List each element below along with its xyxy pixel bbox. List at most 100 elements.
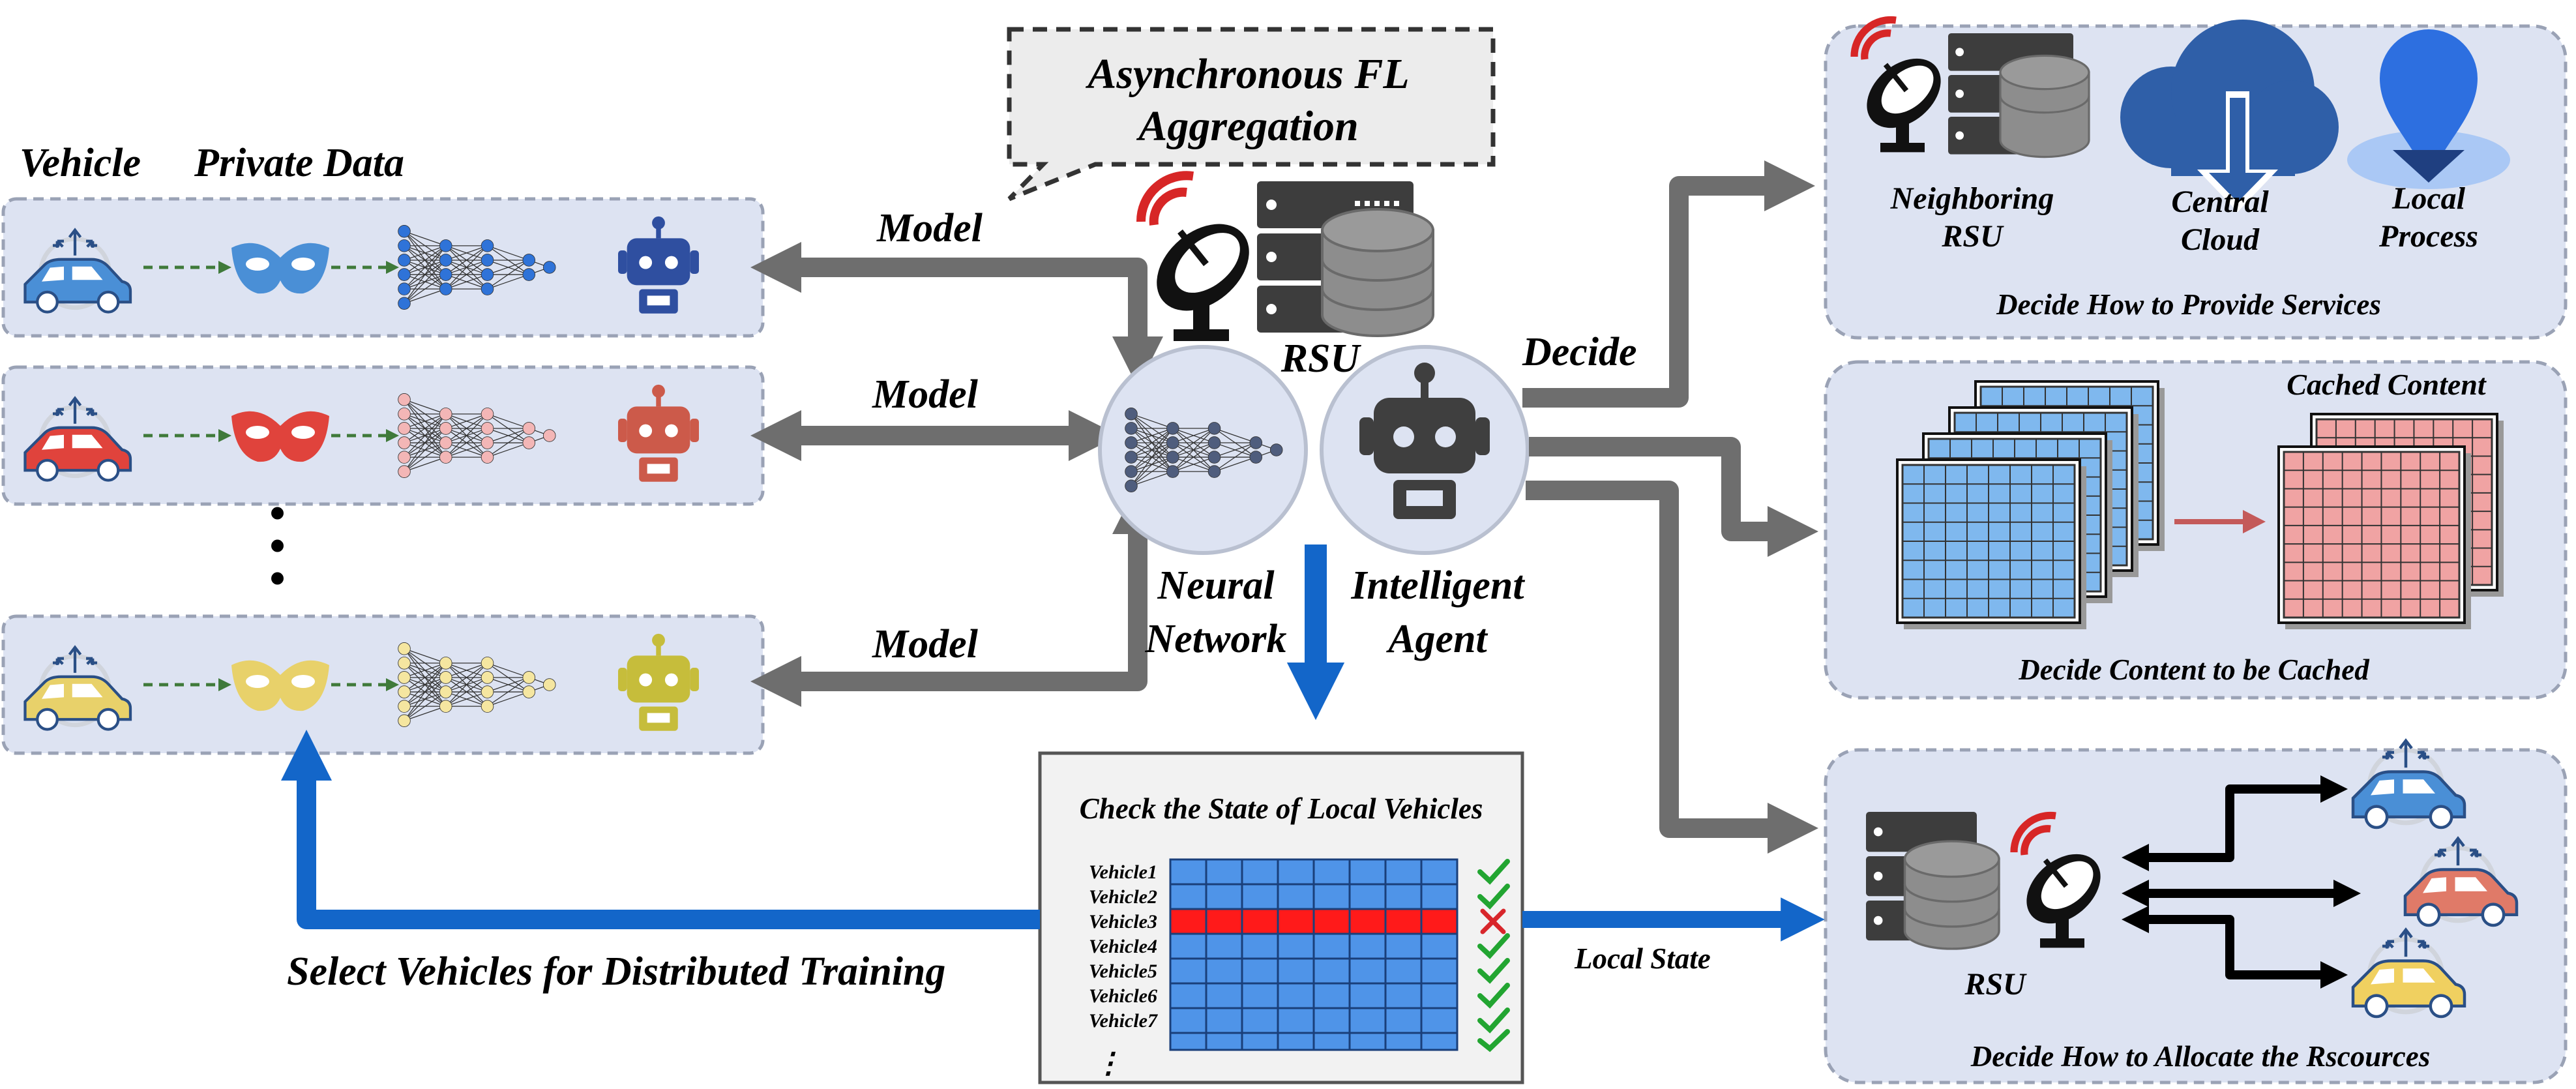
neural-network-label-line1: Neural xyxy=(1157,563,1275,608)
car-icon xyxy=(23,645,132,731)
local-process-label-line2: Process xyxy=(2378,219,2478,254)
resource-allocation-arrows xyxy=(2122,775,2361,989)
vehicle-state-row: Vehicle5 xyxy=(1089,957,1510,985)
neural-network-label-line2: Network xyxy=(1145,617,1287,661)
vehicle-state-label: Vehicle7 xyxy=(1089,1010,1158,1032)
neural-network-icon xyxy=(1125,407,1283,493)
vehicle-row xyxy=(1,197,765,338)
vehicle-state-label: Vehicle2 xyxy=(1089,886,1157,908)
cache-grids xyxy=(1896,380,2504,629)
check-icon xyxy=(1477,884,1510,910)
vehicle-state-row: Vehicle1 xyxy=(1089,858,1510,886)
model-label-top: Model xyxy=(876,206,983,250)
check-icon xyxy=(1477,1029,1510,1052)
intelligent-agent-label-line2: Agent xyxy=(1385,617,1488,661)
decide-arrow-resources xyxy=(1526,481,1818,854)
local-model-network-icon xyxy=(398,393,556,479)
neighboring-rsu-label-line1: Neighboring xyxy=(1890,181,2054,216)
local-robot-icon xyxy=(618,216,699,314)
resource-server-icon xyxy=(1866,812,2000,950)
vehicle-row xyxy=(1,614,765,755)
model-arrow-bottom xyxy=(750,483,1163,707)
fl-callout-line1: Asynchronous FL xyxy=(1085,50,1409,98)
vehicle-state-row: Vehicle3 xyxy=(1089,908,1506,935)
central-cloud-label-line2: Cloud xyxy=(2181,222,2260,257)
vehicle-state-row xyxy=(1169,1029,1510,1052)
allocated-car-icon xyxy=(2403,836,2519,927)
vehicle-state-label: Vehicle3 xyxy=(1089,911,1157,932)
satellite-dish-icon xyxy=(1136,171,1249,341)
local-process-label-line1: Local xyxy=(2391,181,2466,216)
model-label-middle: Model xyxy=(872,372,979,417)
private-data-mask-icon xyxy=(231,411,329,462)
vehicle-state-table: Vehicle1Vehicle2Vehicle3Vehicle4Vehicle5… xyxy=(1089,858,1510,1052)
cache-red-arrowhead xyxy=(2243,510,2266,533)
vehicle-state-row: Vehicle4 xyxy=(1089,932,1510,960)
vehicle-row xyxy=(1,365,765,506)
vehicle-ellipsis-dot: • xyxy=(269,488,286,539)
private-data-heading: Private Data xyxy=(194,141,404,185)
cache-panel: Cached Content Decide Content to be Cach… xyxy=(1824,360,2568,700)
select-vehicles-arrow xyxy=(281,730,1040,929)
state-box-more: ⋮ xyxy=(1094,1047,1123,1079)
vehicle-state-row: Vehicle7 xyxy=(1089,1007,1510,1034)
private-data-mask-icon xyxy=(231,660,329,711)
local-robot-icon xyxy=(618,384,699,482)
services-panel-caption: Decide How to Provide Services xyxy=(1996,288,2381,321)
fl-callout-line2: Aggregation xyxy=(1136,102,1358,150)
check-icon xyxy=(1477,983,1510,1009)
neighboring-rsu-icon xyxy=(1850,16,2090,158)
vehicle-ellipsis-dot: • xyxy=(269,554,286,604)
decide-arrows xyxy=(1522,160,1818,854)
rsu-center-label: RSU xyxy=(1281,336,1362,381)
center-network-graph xyxy=(1125,407,1283,493)
decide-label: Decide xyxy=(1522,330,1637,374)
check-icon xyxy=(1477,1007,1510,1034)
central-cloud-label-line1: Central xyxy=(2171,185,2269,219)
decide-arrow-services xyxy=(1522,160,1815,408)
resource-rsu-label: RSU xyxy=(1964,967,2027,1002)
allocated-car-icon xyxy=(2351,927,2466,1019)
model-arrows xyxy=(750,242,1163,707)
vehicle-state-row: Vehicle6 xyxy=(1089,982,1510,1009)
local-model-network-icon xyxy=(398,224,556,310)
resource-panel-caption: Decide How to Allocate the Rscources xyxy=(1970,1040,2431,1073)
cache-candidate-grid xyxy=(1896,458,2086,629)
neural-network-circle xyxy=(1098,345,1308,555)
decide-arrow-cache xyxy=(1529,437,1818,557)
model-label-bottom: Model xyxy=(872,622,979,666)
resource-cars xyxy=(2351,738,2519,1019)
local-state-label: Local State xyxy=(1574,942,1711,975)
cache-panel-caption: Decide Content to be Cached xyxy=(2018,653,2370,686)
server-database-icon xyxy=(1257,181,1434,337)
local-robot-icon xyxy=(618,633,699,731)
check-icon xyxy=(1477,958,1510,984)
vehicle-state-label: Vehicle6 xyxy=(1089,985,1157,1007)
state-box-title: Check the State of Local Vehicles xyxy=(1080,792,1483,825)
location-pin-icon xyxy=(2347,29,2510,189)
check-icon xyxy=(1477,859,1510,885)
select-vehicles-label: Select Vehicles for Distributed Training xyxy=(287,949,945,994)
local-model-network-icon xyxy=(398,642,556,728)
resource-satellite-dish-icon xyxy=(2010,811,2101,948)
vehicle-state-label: Vehicle5 xyxy=(1089,961,1157,982)
allocated-car-icon xyxy=(2351,738,2466,829)
vehicle-state-label: Vehicle1 xyxy=(1089,861,1157,883)
vehicle-ellipsis-dot: • xyxy=(269,521,286,571)
robot-agent-icon xyxy=(1359,363,1490,519)
vehicle-heading: Vehicle xyxy=(20,141,141,185)
rsu-center: RSU Neural Network Intelligent Agent xyxy=(1098,171,1530,661)
fl-aggregation-callout: Asynchronous FL Aggregation xyxy=(1007,27,1496,201)
resource-panel: RSU Decide How to Allocate the Rscources xyxy=(1824,738,2568,1084)
cross-icon xyxy=(1480,908,1506,934)
car-icon xyxy=(23,228,132,314)
neighboring-rsu-label-line2: RSU xyxy=(1941,219,2004,254)
vehicle-state-label: Vehicle4 xyxy=(1089,936,1157,957)
intelligent-agent-label-line1: Intelligent xyxy=(1350,563,1525,608)
car-icon xyxy=(23,396,132,482)
private-data-mask-icon xyxy=(231,243,329,294)
cloud-download-icon xyxy=(2120,20,2339,212)
state-check-box: Check the State of Local Vehicles Vehicl… xyxy=(1038,751,1524,1084)
vehicle-state-row: Vehicle2 xyxy=(1089,883,1510,910)
